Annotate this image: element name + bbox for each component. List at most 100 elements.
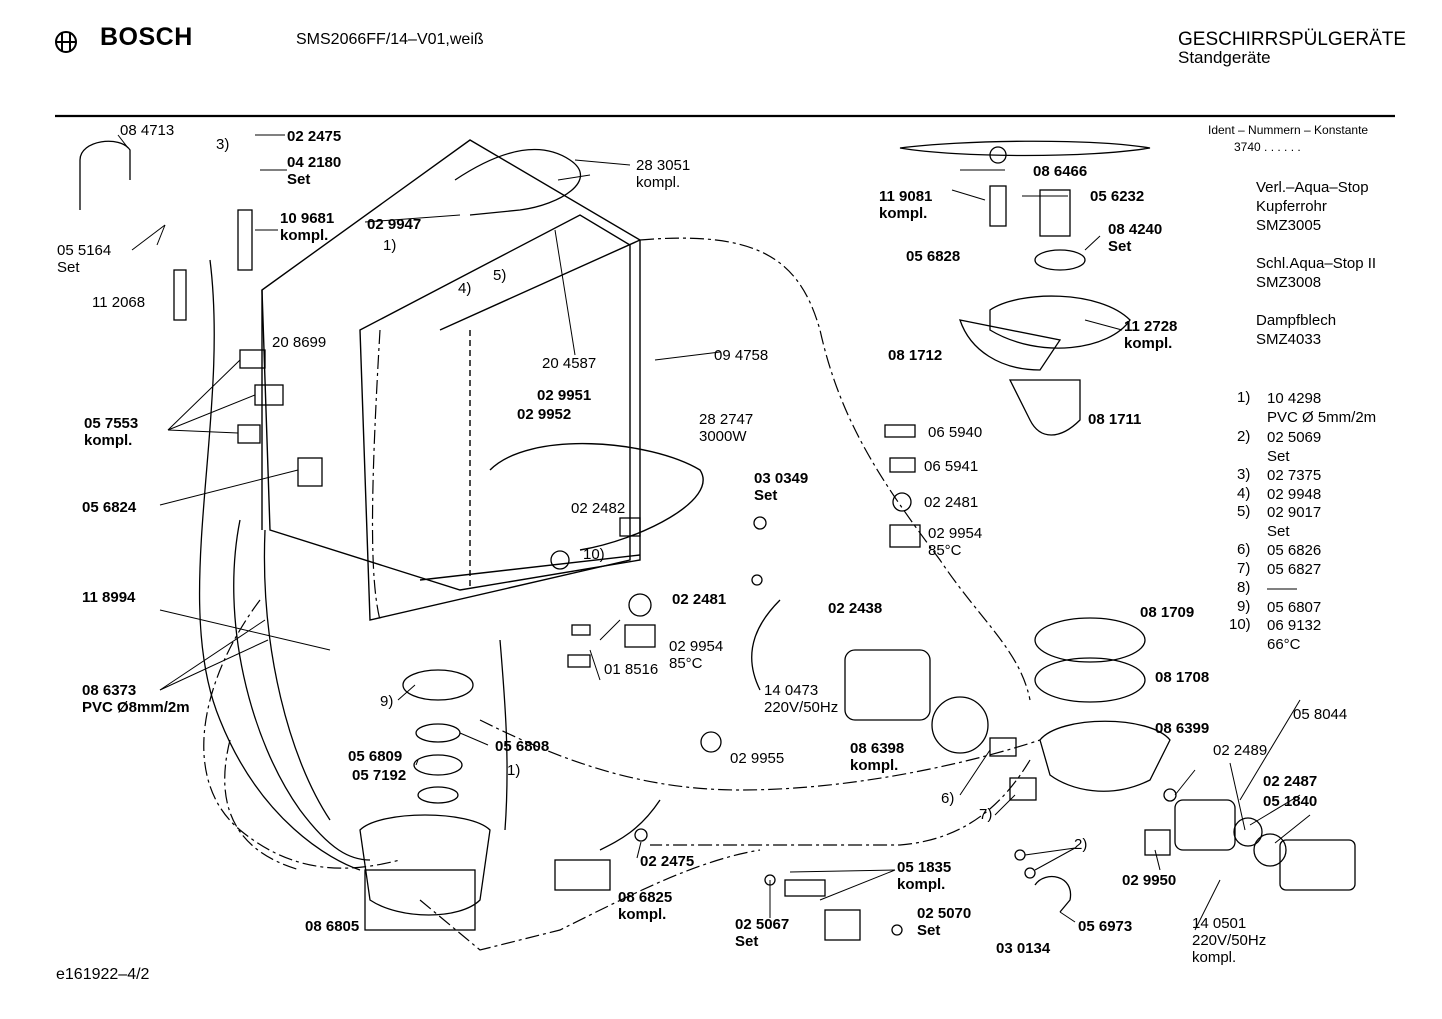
ring-part — [1034, 249, 1086, 271]
part-label-p022481b: 02 2481 — [924, 494, 979, 511]
screw-part — [753, 516, 767, 530]
footnote-number: 2) — [1237, 428, 1251, 445]
part-label-p030134: 03 0134 — [996, 940, 1051, 957]
part-label-p065941: 06 5941 — [924, 458, 979, 475]
pipe-part — [237, 209, 253, 271]
filter-ring-part — [1034, 617, 1146, 663]
part-label-p056808: 05 6808 — [495, 738, 550, 755]
footnote-number: 1) — [1237, 389, 1251, 406]
gasket-part — [628, 593, 652, 617]
part-label-n1b: 1) — [507, 762, 521, 779]
coupling-part — [1009, 777, 1037, 801]
brand-name: BOSCH — [100, 23, 193, 51]
part-label-p084240: 08 4240 Set — [1108, 221, 1163, 255]
part-label-n1a: 1) — [383, 237, 397, 254]
part-label-p018516: 01 8516 — [604, 661, 659, 678]
footnote-number: 7) — [1237, 560, 1251, 577]
routing-lines — [203, 237, 1041, 951]
o-ring-part — [634, 828, 648, 842]
part-label-p140473: 14 0473 220V/50Hz — [764, 682, 839, 716]
part-label-p022487: 02 2487 — [1263, 773, 1318, 790]
pump-cover-part — [402, 669, 474, 701]
part-label-n3: 3) — [216, 136, 230, 153]
gasket-part — [892, 492, 912, 512]
tub-outline — [261, 139, 704, 621]
part-label-p022482: 02 2482 — [571, 500, 626, 517]
ident-label: Ident – Nummern – Konstante — [1208, 123, 1369, 137]
part-label-p056232: 05 6232 — [1090, 188, 1145, 205]
o-ring-part — [1163, 788, 1177, 802]
o-ring-part — [1014, 849, 1026, 861]
thermo-switch-part — [550, 550, 570, 570]
part-label-p094758: 09 4758 — [714, 347, 769, 364]
part-label-p022489: 02 2489 — [1213, 742, 1268, 759]
variant-verl-aqua-stop: Verl.–Aqua–Stop Kupferrohr SMZ3005 — [1256, 179, 1369, 234]
ident-value: 3740 . . . . . . — [1234, 140, 1301, 154]
part-label-p056809: 05 6809 — [348, 748, 403, 765]
hose-clip-part — [79, 140, 131, 210]
pump-housing-body — [364, 869, 476, 931]
footnote-number: 5) — [1237, 503, 1251, 520]
spray-arm-hub — [989, 146, 1007, 164]
circulation-motor-part — [844, 649, 931, 721]
variant-dampfblech: Dampfblech SMZ4033 — [1256, 312, 1337, 348]
seal-ring-part — [415, 723, 461, 743]
thermostat-part — [889, 524, 921, 548]
valve-part — [554, 859, 611, 891]
part-label-p025067: 02 5067 Set — [735, 916, 790, 950]
part-label-p283051: 28 3051 kompl. — [636, 157, 691, 191]
part-label-p029955: 02 9955 — [730, 750, 785, 767]
pipe-part — [173, 269, 187, 321]
part-label-p025070: 02 5070 Set — [917, 905, 972, 939]
sump-bowl-part — [1039, 720, 1171, 792]
part-label-p022438: 02 2438 — [828, 600, 883, 617]
part-label-p029947: 02 9947 — [367, 216, 422, 233]
hose-elbow-part — [1034, 876, 1072, 913]
footnote-text: 02 5069 Set — [1267, 429, 1322, 465]
clamp-part — [571, 624, 591, 636]
terminal-part — [619, 517, 641, 537]
drain-pump-motor-part — [1279, 839, 1356, 891]
part-label-p140501: 14 0501 220V/50Hz kompl. — [1192, 915, 1267, 966]
coupling-part — [989, 737, 1017, 757]
part-label-p112068: 11 2068 — [92, 294, 146, 311]
part-label-p065940: 06 5940 — [928, 424, 983, 441]
sensor-part — [884, 424, 916, 438]
part-label-p081711: 08 1711 — [1088, 411, 1142, 428]
seal-ring-part — [417, 786, 459, 804]
part-label-p056828: 05 6828 — [906, 248, 961, 265]
upper-spray-arm-part — [899, 140, 1151, 157]
subcategory-title: Standgeräte — [1178, 48, 1271, 67]
footnote-number: 3) — [1237, 466, 1251, 483]
part-label-p086399: 08 6399 — [1155, 720, 1210, 737]
sensor-part — [784, 879, 826, 897]
part-label-p204587: 20 4587 — [542, 355, 597, 372]
switch-part — [237, 424, 261, 444]
pump-volute-part — [931, 696, 989, 754]
part-label-p029951: 02 9951 — [537, 387, 592, 404]
part-label-p022475a: 02 2475 — [287, 128, 342, 145]
part-label-p056973: 05 6973 — [1078, 918, 1133, 935]
part-label-p086398: 08 6398 kompl. — [850, 740, 905, 774]
footnote-number: 6) — [1237, 541, 1251, 558]
sensor-part — [889, 457, 916, 473]
filter-ring-part — [1034, 657, 1146, 703]
footnote-text: 05 6826 — [1267, 542, 1322, 559]
document-id: e161922–4/2 — [56, 966, 150, 983]
part-label-p086466: 08 6466 — [1033, 163, 1088, 180]
part-label-p051840: 05 1840 — [1263, 793, 1318, 810]
gasket-part — [1233, 817, 1263, 847]
bosch-logo-icon — [55, 31, 77, 53]
impeller-part — [1253, 833, 1287, 867]
pump-part — [1174, 799, 1236, 851]
footnote-text: 02 7375 — [1267, 467, 1322, 484]
part-label-p055164: 05 5164 Set — [57, 242, 112, 276]
part-label-p057192: 05 7192 — [352, 767, 407, 784]
footnote-text: 05 6827 — [1267, 561, 1322, 578]
footnote-number: 4) — [1237, 485, 1251, 502]
part-label-p112728: 11 2728 kompl. — [1124, 318, 1178, 352]
part-label-p029954a: 02 9954 85°C — [669, 638, 724, 672]
part-label-p081708: 08 1708 — [1155, 669, 1210, 686]
